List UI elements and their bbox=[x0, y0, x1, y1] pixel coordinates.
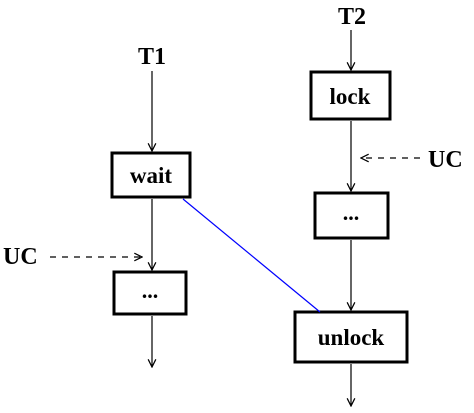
uc-label-t1: UC bbox=[3, 244, 38, 270]
t2-unlock-label: unlock bbox=[318, 325, 385, 350]
t2-lock-label: lock bbox=[330, 84, 371, 109]
t1-ellipsis-box bbox=[112, 270, 188, 316]
thread-label-t1: T1 bbox=[138, 44, 166, 70]
t1-wait-box bbox=[110, 151, 192, 199]
t2-unlock-box bbox=[293, 310, 409, 364]
thread-label-t2: T2 bbox=[338, 4, 366, 30]
t2-ellipsis-box bbox=[313, 191, 390, 240]
uc-label-t2: UC bbox=[428, 147, 463, 173]
t1-wait-label: wait bbox=[130, 163, 173, 188]
t1-ellipsis-label: ... bbox=[142, 278, 159, 303]
t2-ellipsis-label: ... bbox=[343, 200, 360, 225]
signal-edge-unlock-to-wait bbox=[182, 198, 321, 313]
t2-lock-box bbox=[309, 70, 392, 121]
